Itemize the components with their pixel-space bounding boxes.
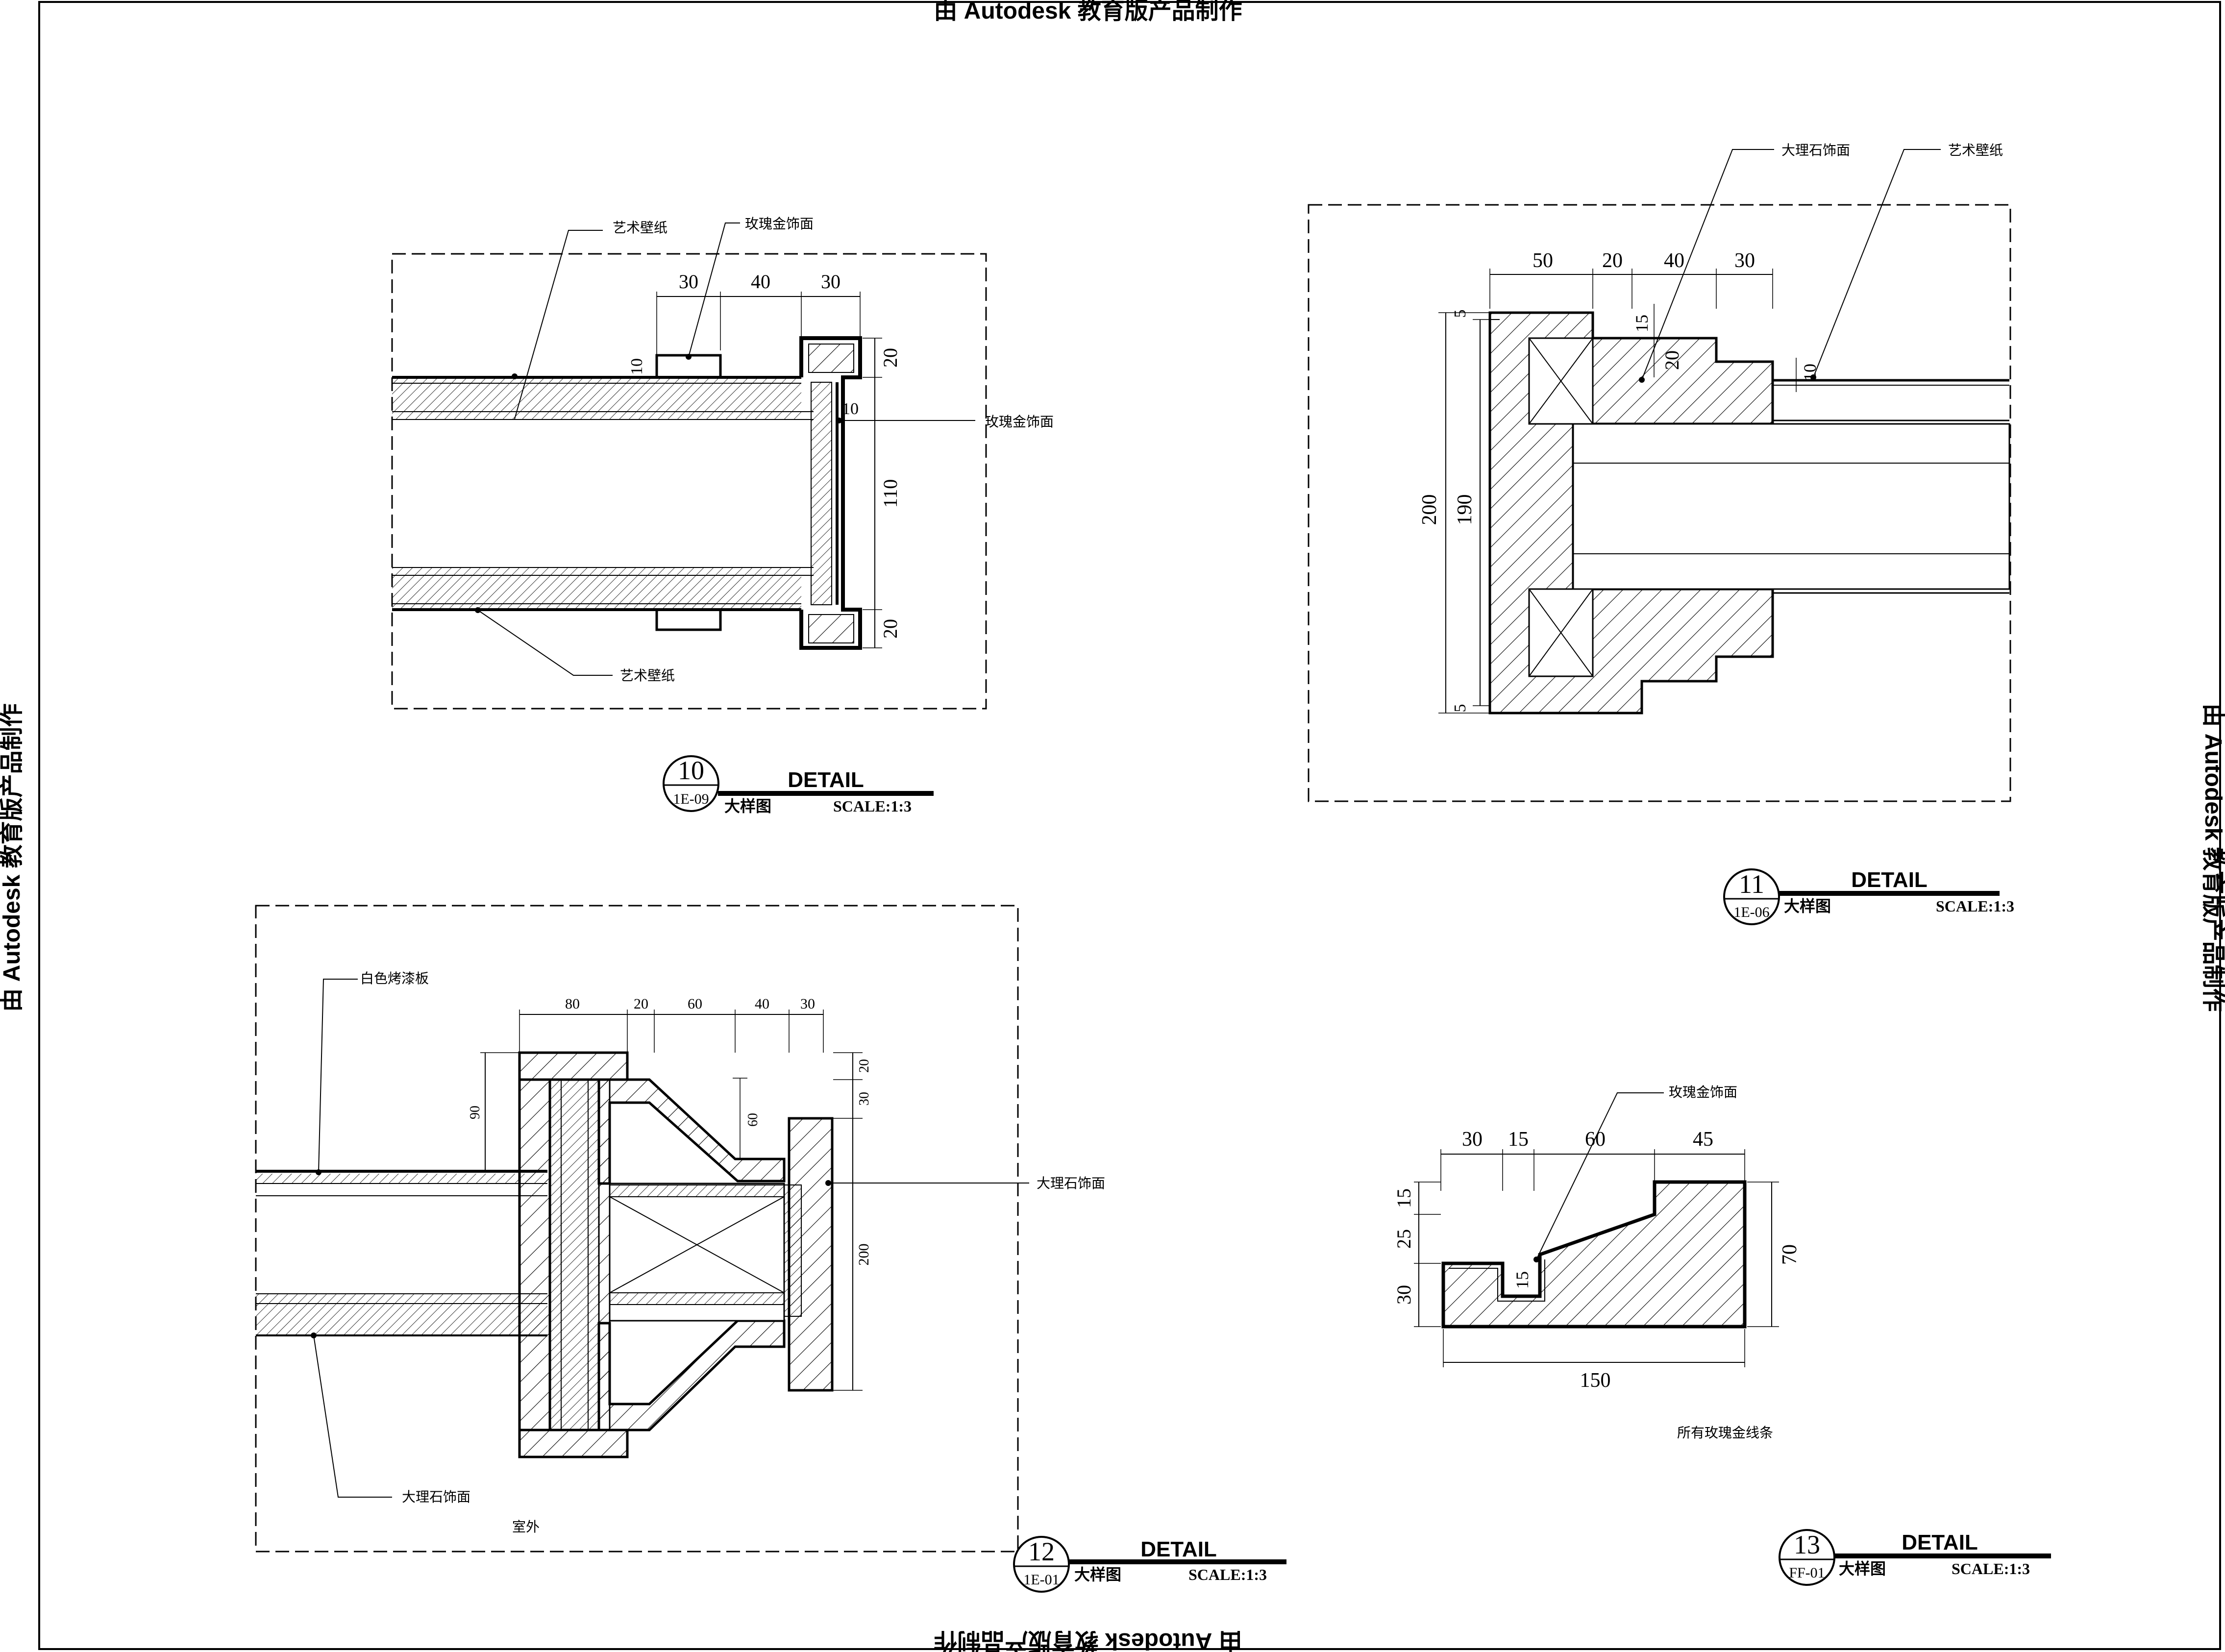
d12-dim-20a: 20 [634, 996, 648, 1012]
d10-label-rose-gold-top: 玫瑰金饰面 [745, 216, 814, 232]
d12-dim-80: 80 [565, 996, 580, 1012]
detail-12-subtitle: 大样图 [1074, 1565, 1121, 1584]
detail-13-scale: SCALE:1:3 [1952, 1560, 2030, 1578]
d10-label-rose-gold-right: 玫瑰金饰面 [985, 414, 1054, 430]
d10-dim-30a: 30 [679, 271, 698, 293]
d11-dim-15: 15 [1632, 315, 1652, 332]
detail-11-number: 11 [1739, 869, 1764, 899]
detail-13-title-block [1779, 1529, 2051, 1586]
d13-dim-30b: 30 [1393, 1285, 1415, 1305]
d11-dim-190: 190 [1454, 494, 1476, 525]
sheet-border [38, 1, 2221, 1650]
detail-11-title-block [1723, 868, 2000, 925]
watermark-left: 由 Autodesk 教育版产品制作 [0, 703, 25, 1011]
detail-11-drawing [1308, 149, 2011, 802]
d10-dim-110: 110 [879, 479, 901, 508]
d11-label-marble: 大理石饰面 [1781, 142, 1850, 158]
detail-10-scale: SCALE:1:3 [833, 797, 912, 815]
watermark-top: 由 Autodesk 教育版产品制作 [934, 0, 1242, 24]
d13-dim-150: 150 [1580, 1369, 1611, 1392]
d12-dim-40: 40 [755, 996, 769, 1012]
detail-10-sheet-ref: 1E-09 [673, 791, 709, 807]
detail-12-title-block [1013, 1536, 1286, 1593]
d13-dim-15c: 15 [1512, 1271, 1532, 1289]
d13-dim-60: 60 [1585, 1128, 1606, 1151]
d13-label-note: 所有玫瑰金线条 [1677, 1425, 1773, 1441]
d11-dim-5a: 5 [1451, 310, 1469, 318]
detail-12-frame [255, 905, 1019, 1553]
d12-dim-30b: 30 [857, 1092, 872, 1106]
d11-dim-30: 30 [1734, 249, 1755, 272]
detail-11-frame [1308, 204, 2011, 802]
d10-dim-30b: 30 [821, 271, 841, 293]
detail-13-number: 13 [1794, 1530, 1820, 1559]
d10-dim-10a: 10 [628, 358, 646, 375]
detail-11-sheet-ref: 1E-06 [1733, 904, 1769, 920]
d11-dim-50: 50 [1533, 249, 1553, 272]
d12-dim-30a: 30 [800, 996, 815, 1012]
detail-13-subtitle: 大样图 [1839, 1559, 1886, 1578]
detail-13-title: DETAIL [1902, 1530, 1978, 1554]
d12-dim-60a: 60 [688, 996, 702, 1012]
detail-10-title-block [663, 755, 934, 812]
d11-dim-10: 10 [1800, 364, 1820, 381]
d12-dim-20b: 20 [857, 1059, 872, 1073]
detail-12-title: DETAIL [1140, 1537, 1217, 1561]
d11-dim-5b: 5 [1451, 704, 1469, 713]
d13-dim-25: 25 [1393, 1229, 1415, 1249]
d11-dim-20b: 20 [1661, 350, 1683, 370]
d10-dim-20a: 20 [879, 348, 901, 368]
d10-dim-10b: 10 [842, 400, 859, 418]
watermark-right: 由 Autodesk 教育版产品制作 [2200, 703, 2225, 1011]
d10-dim-40: 40 [751, 271, 770, 293]
d12-dim-90: 90 [468, 1106, 483, 1119]
d12-label-marble-bottom: 大理石饰面 [402, 1489, 470, 1505]
detail-12-scale: SCALE:1:3 [1188, 1566, 1267, 1583]
d11-dim-20a: 20 [1602, 249, 1623, 272]
detail-12-drawing [255, 905, 1029, 1553]
d11-dim-40: 40 [1664, 249, 1684, 272]
detail-10-subtitle: 大样图 [724, 797, 771, 815]
detail-12-number: 12 [1028, 1537, 1055, 1566]
d12-dim-200: 200 [856, 1244, 872, 1266]
detail-13-drawing [1414, 1092, 1779, 1367]
d12-label-white-panel: 白色烤漆板 [360, 970, 429, 986]
d12-label-marble-right: 大理石饰面 [1037, 1175, 1105, 1191]
d12-label-outdoor: 室外 [512, 1519, 540, 1535]
detail-11-title: DETAIL [1851, 868, 1928, 892]
watermark-bottom: 由 Autodesk 教育版产品制作 [934, 1628, 1242, 1652]
d12-dim-60b: 60 [745, 1113, 761, 1127]
d11-label-wallpaper: 艺术壁纸 [1948, 142, 2003, 158]
detail-10-number: 10 [678, 756, 704, 785]
detail-11-subtitle: 大样图 [1784, 897, 1831, 915]
detail-13-sheet-ref: FF-01 [1789, 1565, 1825, 1581]
detail-11-scale: SCALE:1:3 [1936, 897, 2014, 915]
d13-dim-70: 70 [1779, 1244, 1801, 1265]
detail-10-title: DETAIL [788, 768, 864, 792]
d13-label-rose-gold: 玫瑰金饰面 [1669, 1084, 1737, 1100]
d13-dim-15b: 15 [1393, 1188, 1415, 1208]
d10-label-wallpaper-bottom: 艺术壁纸 [620, 667, 675, 684]
detail-10-frame [391, 253, 987, 710]
detail-10-drawing [391, 222, 987, 710]
detail-12-sheet-ref: 1E-01 [1023, 1572, 1059, 1588]
d13-dim-15a: 15 [1508, 1128, 1529, 1151]
d13-dim-45: 45 [1693, 1128, 1713, 1151]
d10-label-wallpaper-top: 艺术壁纸 [613, 220, 668, 236]
d13-dim-30a: 30 [1462, 1128, 1483, 1151]
d11-dim-200: 200 [1418, 494, 1441, 525]
d10-dim-20b: 20 [879, 619, 901, 639]
